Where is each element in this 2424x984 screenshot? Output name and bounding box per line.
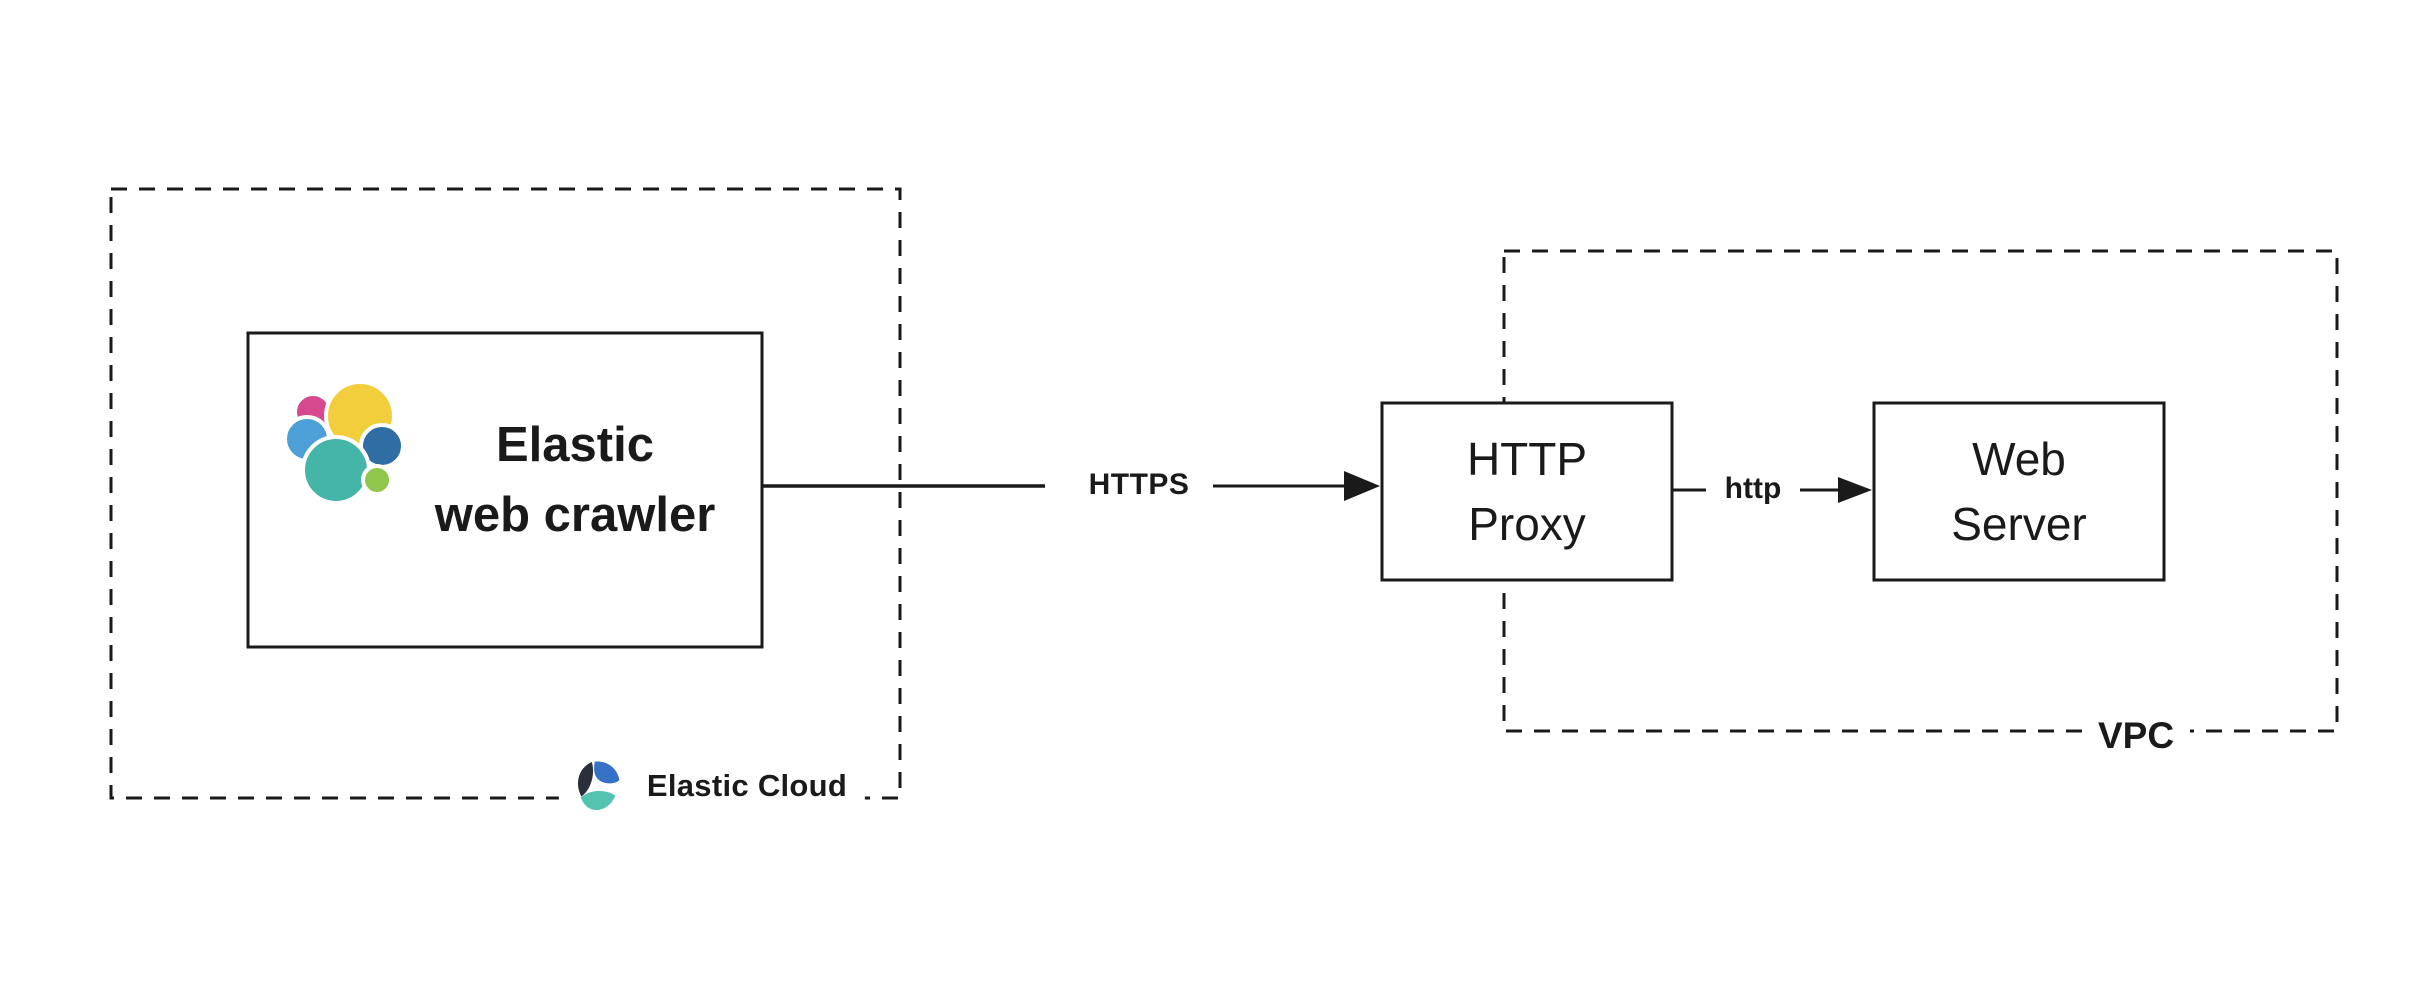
crawler-title-line2: web crawler (434, 488, 716, 542)
elasticsearch-logo-icon (283, 380, 405, 505)
cloud-logo-dark-segment (577, 762, 594, 797)
elastic-cloud-logo-icon (577, 761, 620, 811)
elastic-cloud-group-boundary (109, 187, 902, 800)
crawler-node-title: Elastic web crawler (365, 408, 785, 552)
elastic-cloud-badge: Elastic Cloud (558, 752, 866, 820)
web-server-title-line2: Server (1951, 497, 2087, 550)
https-arrowhead-icon (1344, 471, 1380, 501)
vpc-group-label: VPC (2081, 713, 2191, 759)
http-proxy-node-title: HTTP Proxy (1382, 403, 1672, 580)
cloud-logo-teal-segment (580, 790, 616, 811)
es-logo-green-blob (361, 464, 393, 496)
elastic-cloud-label: Elastic Cloud (646, 768, 848, 803)
web-server-node-box (1872, 401, 2166, 582)
cloud-logo-blue-segment (594, 761, 620, 784)
http-proxy-title-line2: Proxy (1468, 497, 1586, 550)
es-logo-teal-blob (301, 435, 371, 505)
http-proxy-node-box (1380, 401, 1674, 582)
web-server-node-title: Web Server (1874, 403, 2164, 580)
crawler-title-line1: Elastic (496, 418, 654, 472)
http-arrowhead-icon (1838, 477, 1872, 503)
https-connection-label: HTTPS (1088, 468, 1190, 501)
http-proxy-title-line1: HTTP (1466, 432, 1588, 485)
web-server-title-line1: Web (1972, 432, 2066, 485)
http-connection-label: http (1724, 472, 1782, 505)
